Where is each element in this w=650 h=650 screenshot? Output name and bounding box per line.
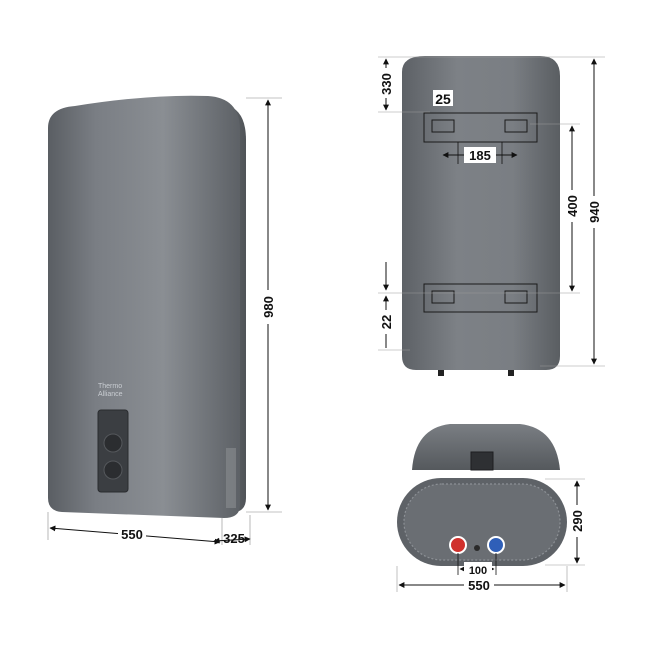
hot-water-pipe [449,536,467,554]
bracket-distance-label: 400 [565,195,580,217]
front-view: Thermo Alliance [48,95,246,518]
bracket-thickness-label: 25 [435,91,451,107]
top-connector [470,451,494,471]
bracket-spacing-label: 185 [469,148,491,163]
bottom-dimensions: 290 100 550 [396,478,585,593]
back-height-label: 940 [587,201,602,223]
back-view [402,56,560,376]
top-bracket [423,112,538,143]
bottom-view [397,424,567,566]
bottom-bracket [423,283,538,313]
depth-dimension-line [213,536,251,544]
pipe-spacing-label: 100 [469,565,487,577]
brand-line-1: Thermo [98,383,122,390]
back-dimensions: 330 25 185 400 940 22 [378,56,605,367]
top-offset-label: 330 [379,73,394,95]
side-label [226,448,236,508]
back-body [402,56,560,370]
mode-knob[interactable] [103,460,123,480]
front-body [48,95,240,518]
bottom-offset-label: 22 [379,315,394,329]
bottom-view-top [412,424,560,470]
height-label: 980 [261,296,276,318]
width-label: 550 [121,527,143,542]
cold-water-pipe [487,536,505,554]
bottom-depth-label: 290 [570,510,585,532]
bottom-width-label: 550 [468,578,490,593]
depth-label: 325 [223,531,245,546]
front-dimensions: 980 550 325 [47,97,282,546]
temperature-knob[interactable] [103,433,123,453]
brand-line-2: Alliance [98,391,123,398]
